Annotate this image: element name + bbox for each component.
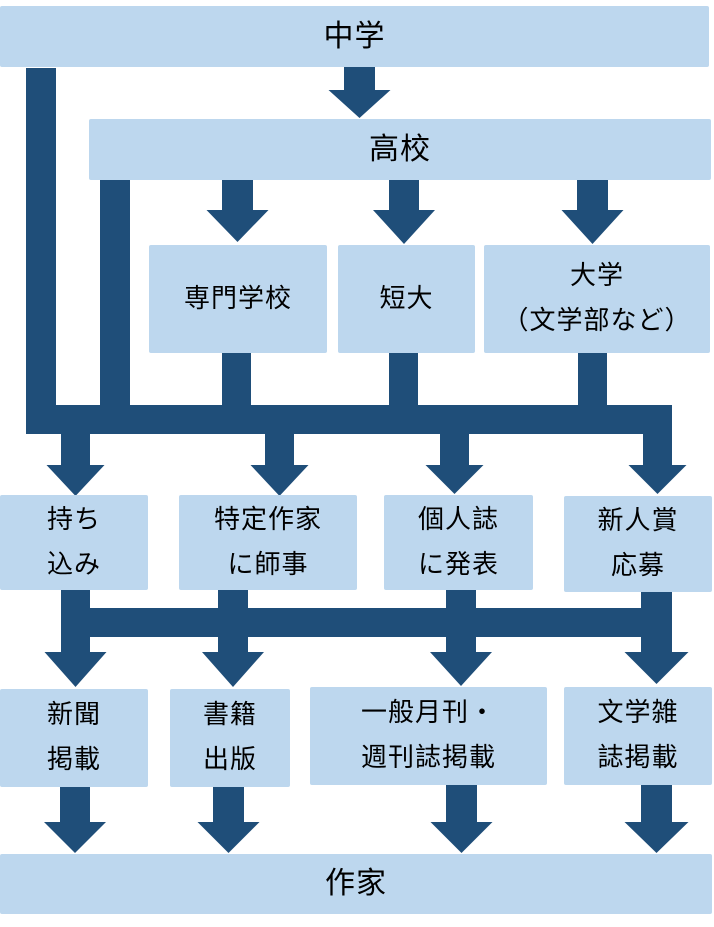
arrow-to-book-icon xyxy=(202,637,264,687)
node-junior-high-label: 中学 xyxy=(323,18,386,54)
junior-high-bypass-bar xyxy=(26,68,56,434)
node-vocational-school: 専門学校 xyxy=(149,245,327,353)
high-school-bypass-bar xyxy=(100,177,130,434)
arrow-to-personal-magazine-icon xyxy=(425,434,484,494)
node-high-school-label: 高校 xyxy=(369,131,431,167)
node-book-label: 書籍 出版 xyxy=(202,700,257,775)
node-newcomer-award: 新人賞 応募 xyxy=(564,496,712,592)
node-junior-college: 短大 xyxy=(338,245,475,353)
node-general-magazine-label: 一般月刊・ 週刊誌掲載 xyxy=(360,698,496,773)
arrow-to-submission-icon xyxy=(46,434,105,496)
node-newspaper-label: 新聞 掲載 xyxy=(46,700,101,775)
node-apprentice-label: 特定作家 に師事 xyxy=(213,504,322,580)
collector-bar-1 xyxy=(26,405,672,434)
node-submission-label: 持ち 込み xyxy=(46,504,101,580)
node-university-label: 大学 （文学部など） xyxy=(502,261,692,336)
node-junior-college-label: 短大 xyxy=(379,283,434,314)
node-submission: 持ち 込み xyxy=(0,495,148,590)
arrow-high-school-to-vocational-icon xyxy=(206,180,269,242)
node-literary-magazine: 文学雑 誌掲載 xyxy=(564,687,712,785)
arrow-general-magazine-to-writer-icon xyxy=(430,785,493,853)
node-general-magazine: 一般月刊・ 週刊誌掲載 xyxy=(310,687,547,785)
node-book: 書籍 出版 xyxy=(170,689,290,787)
personal-magazine-drop xyxy=(446,590,476,610)
newcomer-award-drop xyxy=(641,592,672,610)
node-personal-magazine: 個人誌 に発表 xyxy=(384,495,533,590)
arrow-literary-magazine-to-writer-icon xyxy=(624,785,689,853)
node-literary-magazine-label: 文学雑 誌掲載 xyxy=(597,698,679,773)
node-junior-high: 中学 xyxy=(0,6,709,67)
node-university: 大学 （文学部など） xyxy=(484,245,710,353)
arrow-newspaper-to-writer-icon xyxy=(44,787,106,853)
arrow-high-school-to-university-icon xyxy=(561,180,624,244)
arrow-junior-high-to-high-school-icon xyxy=(328,66,391,118)
arrow-to-newcomer-award-icon xyxy=(628,434,687,494)
node-apprentice: 特定作家 に師事 xyxy=(179,495,357,590)
arrow-to-apprentice-icon xyxy=(250,434,309,496)
arrow-high-school-to-junior-college-icon xyxy=(373,180,435,244)
arrow-to-newspaper-icon xyxy=(44,637,107,687)
apprentice-drop xyxy=(218,590,248,610)
arrow-book-to-writer-icon xyxy=(197,787,260,853)
node-vocational-school-label: 専門学校 xyxy=(183,283,292,314)
node-newcomer-award-label: 新人賞 応募 xyxy=(597,506,679,581)
arrow-to-literary-magazine-icon xyxy=(624,637,689,684)
node-high-school: 高校 xyxy=(89,119,711,180)
collector-bar-2 xyxy=(61,608,672,637)
node-writer: 作家 xyxy=(0,854,712,914)
arrow-to-general-magazine-icon xyxy=(430,637,492,686)
node-newspaper: 新聞 掲載 xyxy=(0,689,148,787)
node-personal-magazine-label: 個人誌 に発表 xyxy=(417,504,499,580)
node-writer-label: 作家 xyxy=(325,866,387,901)
submission-drop xyxy=(61,590,90,610)
